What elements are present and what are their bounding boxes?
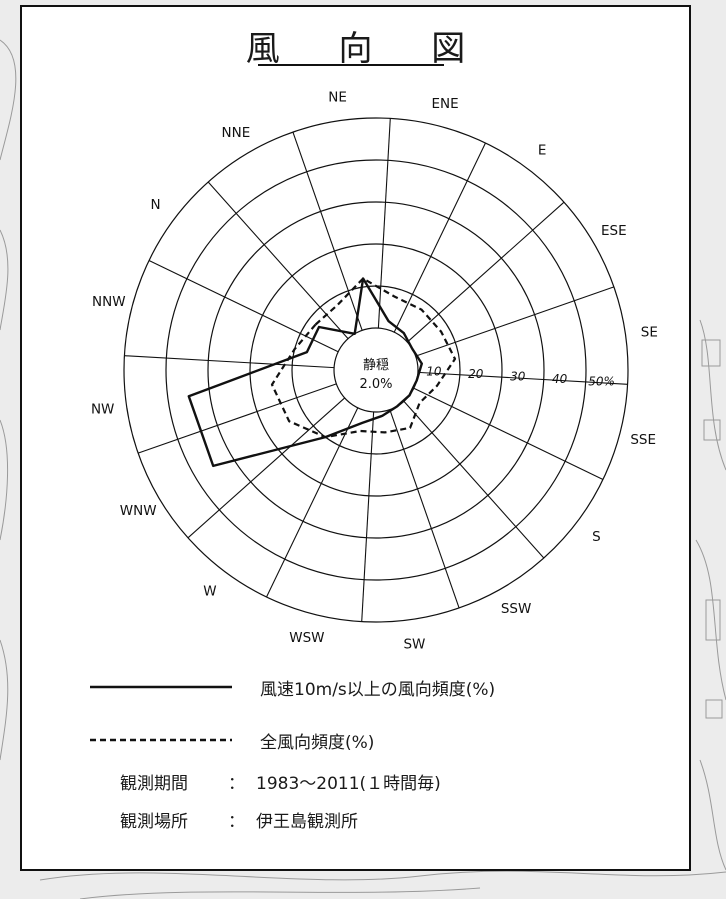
- rose-spoke: [137, 383, 337, 454]
- calm-value: 2.0%: [359, 377, 392, 392]
- rose-spoke: [406, 201, 565, 343]
- radial-tick-label: 30: [510, 370, 526, 384]
- direction-label: NE: [328, 90, 347, 106]
- legend-solid-label: 風速10m/s以上の風向頻度(%): [260, 680, 496, 700]
- series-all-directions: [270, 277, 457, 439]
- page-title: 風 向 図: [245, 29, 490, 69]
- direction-label: NNW: [92, 294, 126, 310]
- direction-label: ENE: [432, 96, 459, 112]
- direction-label: SSE: [630, 432, 656, 448]
- rose-ring: [333, 327, 419, 413]
- rose-spoke: [148, 260, 339, 353]
- legend-dashed-line: [90, 738, 232, 742]
- rose-spoke: [124, 355, 335, 369]
- observation-period-value: 1983～2011(１時間毎): [256, 774, 441, 794]
- direction-label: SE: [641, 325, 658, 341]
- rose-spoke: [403, 400, 545, 559]
- rose-ring: [123, 117, 629, 623]
- rose-spoke: [207, 181, 349, 340]
- radial-tick-label: 20: [468, 367, 484, 381]
- rose-spoke: [187, 397, 346, 539]
- direction-label: NW: [91, 401, 114, 417]
- rose-spoke: [266, 407, 359, 598]
- direction-label: S: [592, 529, 601, 545]
- direction-label: NNE: [222, 125, 251, 141]
- observation-place-value: 伊王島観測所: [256, 812, 358, 832]
- observation-place-sep: ：: [228, 812, 245, 832]
- radial-tick-label: 40: [552, 372, 568, 386]
- rose-ring: [207, 201, 545, 539]
- observation-period-key: 観測期間: [120, 774, 188, 794]
- rose-spoke: [413, 387, 604, 480]
- title-underline: [258, 64, 444, 66]
- observation-period-sep: ：: [228, 774, 245, 794]
- wind-rose-chart: N NNE NE ENE E ESE SE SSE S SSW SW WSW W WNW NW NNW 10 20…: [91, 90, 658, 653]
- rose-spoke: [361, 411, 375, 622]
- direction-label: WNW: [120, 503, 157, 519]
- direction-label: W: [203, 583, 216, 599]
- radial-tick-label: 50%: [588, 374, 615, 388]
- radial-tick-label: 10: [426, 365, 442, 379]
- direction-label: SW: [403, 636, 425, 652]
- direction-label: ESE: [601, 223, 627, 239]
- direction-label: SSW: [501, 601, 532, 617]
- direction-label: WSW: [289, 630, 324, 646]
- calm-label: 静穏: [363, 358, 389, 373]
- rose-spoke: [377, 118, 391, 329]
- legend-dashed-label: 全風向頻度(%): [260, 733, 375, 753]
- rose-ring: [249, 243, 503, 497]
- rose-spoke: [393, 142, 486, 333]
- direction-label: E: [538, 143, 547, 159]
- rose-spoke: [292, 131, 363, 331]
- observation-place-key: 観測場所: [120, 812, 188, 832]
- rose-spoke: [415, 286, 615, 357]
- rose-spoke: [417, 371, 628, 385]
- series-strong-wind: [187, 277, 423, 468]
- direction-label: N: [151, 197, 161, 213]
- rose-spoke: [389, 409, 460, 609]
- rose-ring: [165, 159, 587, 581]
- legend-solid-line: [90, 685, 232, 689]
